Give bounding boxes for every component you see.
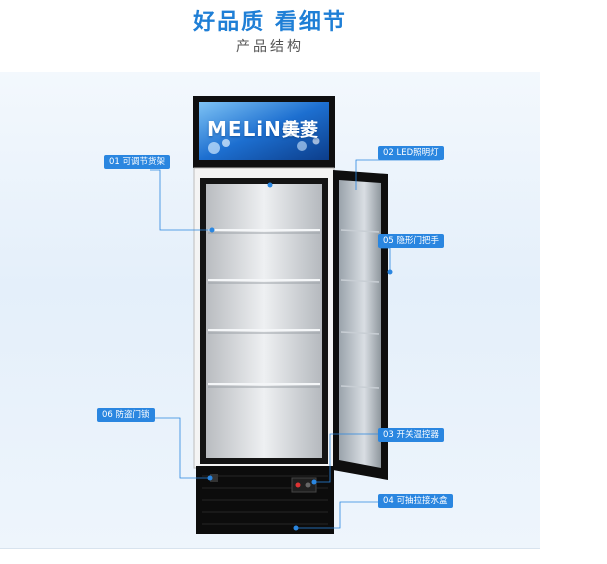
lock-body: [210, 474, 218, 482]
glass-door-pane: [339, 180, 381, 468]
page-title: 好品质 看细节: [193, 10, 347, 35]
callout-thermostat: 03 开关温控器: [378, 428, 445, 442]
leader-dots: [207, 182, 393, 531]
callout-led: 02 LED照明灯: [378, 146, 444, 160]
shelf-wires: [208, 232, 320, 388]
shelves: [208, 229, 320, 385]
sign-panel: [199, 102, 329, 160]
brand-logo-cn: 美菱: [282, 120, 318, 141]
door-reflection: [340, 229, 380, 389]
callout-handle: 05 隐形门把手: [378, 234, 445, 248]
divider: [0, 548, 540, 549]
interior-cavity: [206, 184, 322, 458]
page-subtitle: 产品结构: [236, 39, 304, 55]
brand-logo-latin: MELiNG: [207, 117, 300, 141]
callout-drain-box: 04 可抽拉接水盒: [378, 494, 453, 508]
thermostat-switch: [291, 477, 317, 493]
callout-lock: 06 防盗门锁: [97, 408, 155, 422]
callout-shelf: 01 可调节货架: [104, 155, 171, 169]
